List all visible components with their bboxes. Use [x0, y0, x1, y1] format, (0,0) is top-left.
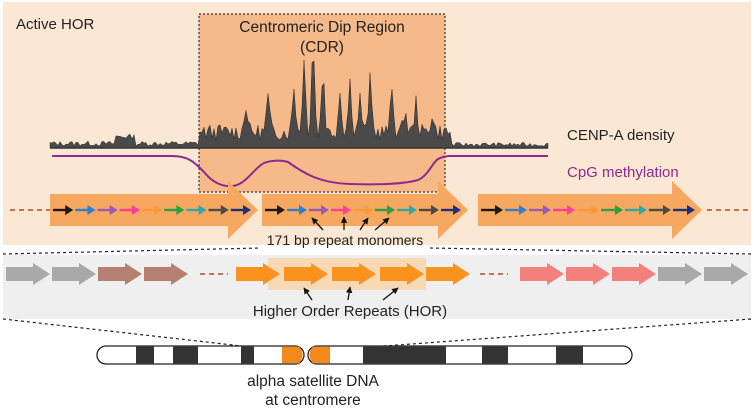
repeat-arrow-gray — [658, 263, 702, 285]
hor-pointers — [303, 286, 399, 301]
cenpa-density-track — [49, 60, 549, 149]
band-1 — [136, 346, 154, 364]
caption-line-2: at centromere — [265, 392, 361, 409]
cdr-title: Centromeric Dip Region — [239, 19, 404, 36]
monomer-arrow — [265, 205, 285, 215]
monomer-arrow — [625, 205, 647, 215]
chromosome-q-arm — [307, 345, 633, 365]
monomer-arrow — [673, 205, 695, 215]
repeat-arrow-brown — [144, 263, 188, 285]
monomer-pointers — [311, 216, 390, 231]
monomer-arrow — [375, 205, 395, 215]
monomer-arrow — [529, 205, 551, 215]
hor-label: Higher Order Repeats (HOR) — [253, 303, 447, 320]
repeat-arrow-orange — [380, 263, 424, 285]
repeat-arrow-orange — [332, 263, 376, 285]
monomer-arrow — [481, 205, 503, 215]
repeat-arrow-gray — [52, 263, 96, 285]
zoom-line-left-top — [2, 247, 261, 255]
caption-line-1: alpha satellite DNA — [247, 373, 379, 390]
band-2 — [173, 346, 198, 364]
monomer-arrow — [75, 205, 96, 215]
hor-pointer-2 — [345, 286, 353, 301]
monomer-arrow — [119, 205, 140, 215]
repeat-arrow-brown — [98, 263, 142, 285]
monomer-arrow — [649, 205, 671, 215]
monomer-arrow — [441, 205, 461, 215]
monomer-arrow — [331, 205, 351, 215]
repeat-arrow-orange — [284, 263, 328, 285]
monomer-arrow — [577, 205, 599, 215]
zoom-line-right-top — [429, 247, 752, 255]
band-6 — [556, 346, 583, 364]
band-5 — [482, 346, 508, 364]
monomer-arrow — [186, 205, 207, 215]
cdr-title-abbrev: (CDR) — [300, 39, 344, 56]
monomer-arrow — [419, 205, 439, 215]
repeat-arrow-orange — [236, 263, 280, 285]
monomer-arrow — [505, 205, 527, 215]
hor-pointer-1 — [303, 287, 313, 301]
hor-pointer-3 — [382, 287, 399, 301]
monomer-arrow — [309, 205, 329, 215]
cenpa-density-label: CENP-A density — [567, 127, 675, 144]
repeat-arrow-pink — [566, 263, 610, 285]
monomer-pointer-3 — [359, 217, 369, 231]
repeat-arrow-pink — [520, 263, 564, 285]
active-hor-label: Active HOR — [16, 16, 95, 33]
monomer-arrow — [208, 205, 229, 215]
monomer-arrow — [601, 205, 623, 215]
chromosome — [96, 345, 633, 365]
monomer-arrow — [353, 205, 373, 215]
monomer-arrow — [230, 205, 251, 215]
monomer-arrow — [141, 205, 163, 215]
monomer-pointer-4 — [374, 217, 390, 231]
monomer-pointer-1 — [311, 217, 324, 231]
repeat-arrow-gray — [6, 263, 50, 285]
hor-row-arrows — [6, 263, 748, 285]
repeat-arrow-orange — [426, 263, 470, 285]
repeat-arrow-pink — [612, 263, 656, 285]
monomer-arrow — [53, 205, 74, 215]
monomer-arrow — [397, 205, 417, 215]
monomer-arrow — [287, 205, 307, 215]
zoom-line-left-bottom — [2, 318, 269, 350]
centromere-left — [282, 346, 303, 364]
cpg-methylation-line — [52, 155, 548, 188]
chromosome-p-arm — [96, 345, 305, 365]
zoom-line-right-bottom — [343, 318, 752, 350]
monomer-arrow — [97, 205, 118, 215]
monomer-arrow — [553, 205, 575, 215]
monomers-label: 171 bp repeat monomers — [267, 232, 423, 248]
cpg-methylation-label: CpG methylation — [567, 164, 679, 181]
band-3 — [241, 346, 254, 364]
centromere-right — [309, 346, 330, 364]
monomer-arrow — [164, 205, 185, 215]
band-4 — [363, 346, 446, 364]
repeat-arrow-gray — [704, 263, 748, 285]
